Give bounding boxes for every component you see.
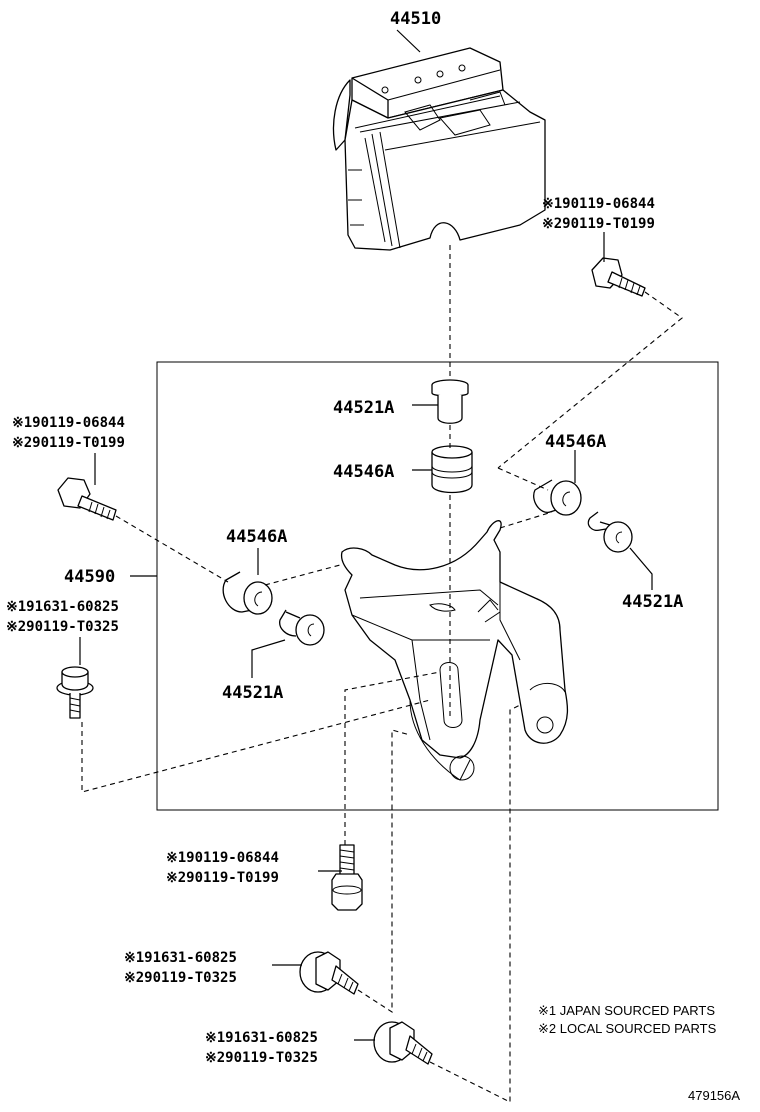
ref-topright-1: ※190119-06844 bbox=[542, 196, 655, 212]
ref-bottom-a-2: ※290119-T0199 bbox=[166, 870, 279, 886]
part-label-44510: 44510 bbox=[390, 9, 441, 29]
part-label-44546a-right: 44546A bbox=[545, 432, 606, 452]
diagram-code: 479156A bbox=[688, 1088, 740, 1103]
ref-bottom-b-1: ※191631-60825 bbox=[124, 950, 237, 966]
ref-bottom-c-1: ※191631-60825 bbox=[205, 1030, 318, 1046]
leader-44510 bbox=[396, 29, 421, 53]
legend-line-2: ※2 LOCAL SOURCED PARTS bbox=[538, 1021, 717, 1036]
grommet-right bbox=[533, 479, 582, 516]
collar-right bbox=[587, 511, 633, 553]
leader-44521a-right bbox=[629, 547, 653, 590]
ref-topright-2: ※290119-T0199 bbox=[542, 216, 655, 232]
ref-left-bolt-2: ※290119-T0325 bbox=[6, 619, 119, 635]
legend-line-1: ※1 JAPAN SOURCED PARTS bbox=[538, 1003, 715, 1018]
collar-left bbox=[279, 609, 325, 646]
bolt-left-upper bbox=[57, 477, 117, 521]
ref-left-2: ※290119-T0199 bbox=[12, 435, 125, 451]
ref-bottom-b-2: ※290119-T0325 bbox=[124, 970, 237, 986]
part-label-44590: 44590 bbox=[64, 567, 115, 587]
assembly-dash-lines bbox=[81, 245, 683, 1103]
ref-bottom-c-2: ※290119-T0325 bbox=[205, 1050, 318, 1066]
part-label-44546a-center: 44546A bbox=[333, 462, 394, 482]
collar-center bbox=[431, 379, 469, 424]
ref-left-bolt-1: ※191631-60825 bbox=[6, 599, 119, 615]
assembly-frame bbox=[156, 361, 719, 811]
leader-44521a-left bbox=[251, 639, 286, 678]
part-label-44521a-left: 44521A bbox=[222, 683, 283, 703]
grommet-left bbox=[222, 571, 273, 615]
abs-actuator-drawing bbox=[332, 47, 546, 251]
ref-left-1: ※190119-06844 bbox=[12, 415, 125, 431]
bracket-drawing bbox=[340, 520, 569, 781]
grommet-center bbox=[431, 445, 473, 494]
ref-bottom-a-1: ※190119-06844 bbox=[166, 850, 279, 866]
bolt-bottom-a bbox=[331, 844, 363, 911]
bolt-top-right bbox=[591, 257, 646, 297]
part-label-44521a-right: 44521A bbox=[622, 592, 683, 612]
part-label-44546a-left: 44546A bbox=[226, 527, 287, 547]
flange-bolt-bottom-b bbox=[299, 951, 359, 995]
flange-bolt-bottom-c bbox=[373, 1021, 433, 1065]
part-label-44521a-center: 44521A bbox=[333, 398, 394, 418]
flange-bolt-left bbox=[56, 666, 94, 719]
